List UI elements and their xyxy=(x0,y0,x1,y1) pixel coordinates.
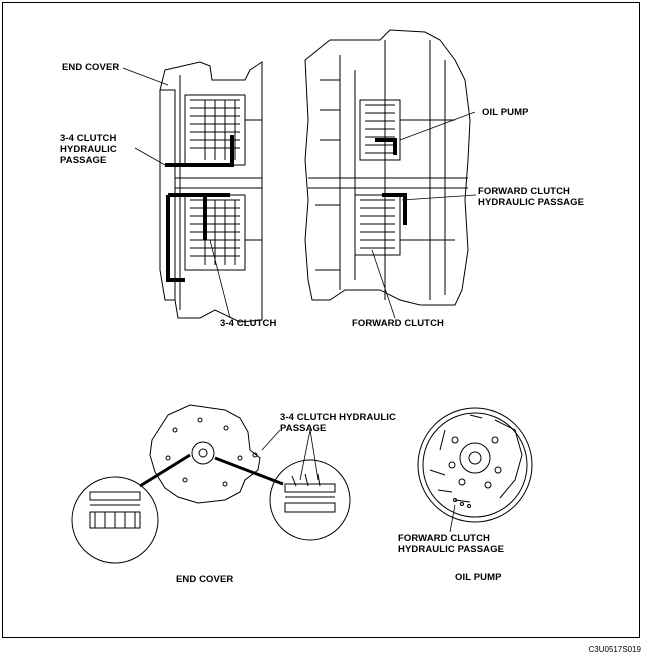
clutch34-passage-bottom-line1: 3-4 CLUTCH HYDRAULIC xyxy=(280,412,396,423)
end-cover-bottom-label: END COVER xyxy=(176,574,234,585)
left-cross-section xyxy=(159,61,263,323)
forward-clutch-label: FORWARD CLUTCH xyxy=(352,318,444,329)
oil-pump-view xyxy=(417,407,533,523)
fwd-clutch-passage-bottom-line2: HYDRAULIC PASSAGE xyxy=(398,544,505,555)
clutch34-passage-label-line1: 3-4 CLUTCH xyxy=(60,133,117,144)
right-cross-section xyxy=(304,29,471,306)
fwd-clutch-passage-bottom-line1: FORWARD CLUTCH xyxy=(398,533,490,544)
leader-lines xyxy=(122,67,477,533)
right-hydraulic-passage xyxy=(375,138,407,225)
clutch34-passage-label-line2: HYDRAULIC xyxy=(60,144,117,155)
fwd-clutch-passage-label-line2: HYDRAULIC PASSAGE xyxy=(478,197,585,208)
clutch34-passage-bottom-line2: PASSAGE xyxy=(280,423,327,434)
end-cover-detail-right xyxy=(269,459,351,541)
left-hydraulic-passage xyxy=(165,135,234,282)
end-cover-leader-thick xyxy=(139,453,284,488)
figure-frame xyxy=(2,2,640,638)
oil-pump-label: OIL PUMP xyxy=(482,107,529,118)
figure-code: C3U0517S019 xyxy=(588,645,641,654)
clutch34-passage-label-line3: PASSAGE xyxy=(60,155,107,166)
end-cover-view xyxy=(149,404,261,504)
end-cover-detail-left xyxy=(71,476,159,564)
clutch34-label: 3-4 CLUTCH xyxy=(220,318,277,329)
end-cover-label: END COVER xyxy=(62,62,120,73)
fwd-clutch-passage-label-line1: FORWARD CLUTCH xyxy=(478,186,570,197)
oil-pump-bottom-label: OIL PUMP xyxy=(455,572,502,583)
